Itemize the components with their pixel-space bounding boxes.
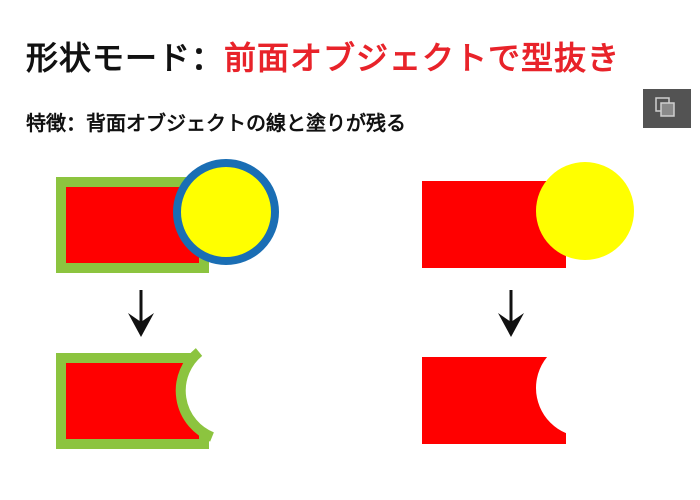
layers-icon — [655, 97, 675, 117]
front-circle — [173, 159, 279, 265]
layers-panel-button[interactable] — [643, 89, 691, 128]
title-highlight: 前面オブジェクトで型抜き — [224, 39, 621, 77]
punched-rectangle-plain — [422, 357, 566, 444]
down-arrow-icon — [498, 290, 524, 337]
page-title: 形状モード：前面オブジェクトで型抜き — [26, 42, 620, 74]
before-left-group — [56, 159, 279, 273]
before-right-group — [422, 162, 634, 268]
page-subtitle: 特徴：背面オブジェクトの線と塗りが残る — [26, 111, 406, 135]
title-prefix: 形状モード： — [26, 39, 225, 77]
down-arrow-icon — [128, 290, 154, 337]
front-circle-plain — [536, 162, 634, 260]
after-right-group — [422, 357, 566, 444]
punch-edge — [175, 348, 215, 442]
